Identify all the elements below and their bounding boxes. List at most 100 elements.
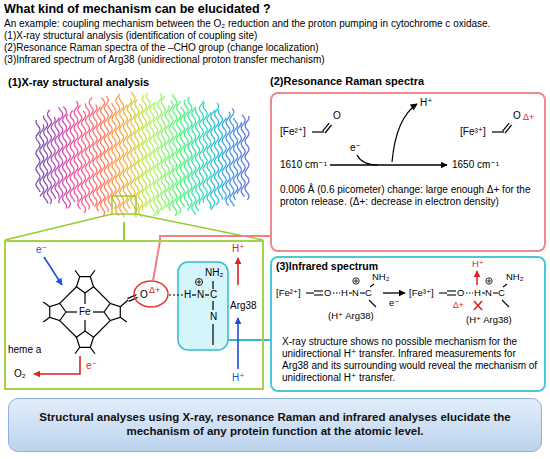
positive-charge xyxy=(196,279,203,286)
wavenumber: 1650 cm⁻¹ xyxy=(452,159,499,171)
wavenumber: 1610 cm⁻¹ xyxy=(280,159,327,171)
bond xyxy=(314,294,323,295)
atom-label: NH₂ xyxy=(506,271,523,282)
proton-label: H⁺ xyxy=(232,372,245,384)
protein-helix xyxy=(180,107,184,207)
positive-charge xyxy=(354,279,359,284)
atom-label: O xyxy=(140,289,148,301)
pyrrole-ring xyxy=(104,303,120,320)
residue-label: (H⁺ Arg38) xyxy=(466,314,512,325)
figure-panel: (1)X-ray structural analysis xyxy=(4,74,266,222)
bond xyxy=(60,287,77,304)
panel-heading: (1)X-ray structural analysis xyxy=(8,76,149,89)
hydrogen-bond xyxy=(169,294,183,295)
iron-label: [Fe³⁺] xyxy=(409,287,434,298)
molecule-label: O₂ xyxy=(14,368,26,380)
bond xyxy=(369,300,376,307)
bond xyxy=(94,321,111,338)
protein-helix xyxy=(74,101,78,201)
panel-heading: (2)Resonance Raman spectra xyxy=(270,75,424,88)
protein-helix xyxy=(104,96,108,212)
atom-label: N xyxy=(485,287,492,298)
bond xyxy=(192,294,196,295)
leader-line xyxy=(153,241,160,281)
bond xyxy=(205,294,209,295)
protein-helix xyxy=(101,98,105,216)
protein-helix xyxy=(89,97,93,205)
protein-helix xyxy=(203,103,207,203)
pyrrole-ring xyxy=(76,277,93,293)
protein-helix xyxy=(78,105,82,209)
atom-label: O xyxy=(457,287,464,298)
bond xyxy=(120,300,128,307)
atom-label: O xyxy=(333,110,341,122)
electron-label: e⁻ xyxy=(86,360,97,372)
bond xyxy=(84,293,85,304)
atom-label: NH₂ xyxy=(372,271,389,282)
atom-label: H xyxy=(184,289,191,301)
protein-helix xyxy=(241,115,245,197)
bond xyxy=(503,284,507,287)
electron-arrow xyxy=(34,356,80,374)
bond xyxy=(306,292,314,293)
atom-label: N xyxy=(352,287,359,298)
intro-line: (1)X-ray structural analysis (identifica… xyxy=(4,30,546,42)
bond xyxy=(75,270,80,276)
panel-note: X-ray structure shows no possible mechan… xyxy=(282,336,538,384)
protein-helix xyxy=(177,101,181,213)
bond xyxy=(447,294,456,295)
proton-label: H⁺ xyxy=(472,258,484,269)
zoom-box: heme aArg38 xyxy=(4,240,264,390)
intro-line: (2)Resonance Raman spectra of the –CHO g… xyxy=(4,42,546,54)
protein-helix xyxy=(192,107,196,215)
bond xyxy=(93,311,104,312)
intro-line: (3)Infrared spectrum of Arg38 (unidirect… xyxy=(4,54,546,66)
protein-helix xyxy=(230,108,234,206)
protein-helix xyxy=(211,110,215,210)
leader-line xyxy=(228,339,264,341)
bond xyxy=(90,270,95,276)
iron-label: [Fe³⁺] xyxy=(460,126,486,138)
bond xyxy=(370,284,374,287)
positive-charge xyxy=(487,279,492,284)
atom-label: N xyxy=(210,311,217,323)
pyrrole-ring xyxy=(76,331,93,347)
bond xyxy=(493,292,498,293)
electron-arrow xyxy=(44,257,62,285)
electron-label: e⁻ xyxy=(350,142,361,154)
proton-arrow xyxy=(392,104,417,162)
protein-helix xyxy=(150,102,154,212)
electron-arrow xyxy=(357,155,378,165)
residue-highlight xyxy=(178,262,228,350)
bond xyxy=(90,347,95,353)
bond xyxy=(482,292,485,293)
atom-label: H xyxy=(474,287,481,298)
bond xyxy=(492,131,504,132)
proton-label: H⁺ xyxy=(232,243,245,255)
focus-box xyxy=(112,196,136,214)
bond xyxy=(212,301,213,310)
bond xyxy=(503,123,510,131)
blocked-mark xyxy=(474,301,482,310)
bond xyxy=(360,292,365,293)
conclusion-text: Structural analyses using X-ray, resonan… xyxy=(25,411,525,439)
atom-label: C xyxy=(210,289,217,301)
proton-arrow xyxy=(237,318,239,369)
bond xyxy=(312,131,324,132)
positive-charge xyxy=(353,278,359,284)
bond xyxy=(212,281,213,289)
intro-line: An example: coupling mechanism between t… xyxy=(4,18,546,30)
atom-label: C xyxy=(498,287,505,298)
electron-label: e⁻ xyxy=(389,297,399,308)
protein-helix xyxy=(218,110,222,200)
bond xyxy=(66,311,77,312)
pyrrole-ring xyxy=(50,303,66,320)
bond xyxy=(84,320,85,331)
residue-label: Arg38 xyxy=(230,300,257,312)
charge-label: Δ+ xyxy=(149,285,160,296)
atom-label: H xyxy=(341,287,348,298)
protein-helix xyxy=(40,124,44,196)
change-site-ring xyxy=(134,281,168,307)
zoom-line xyxy=(5,214,112,240)
atom-label: Fe xyxy=(79,306,91,318)
